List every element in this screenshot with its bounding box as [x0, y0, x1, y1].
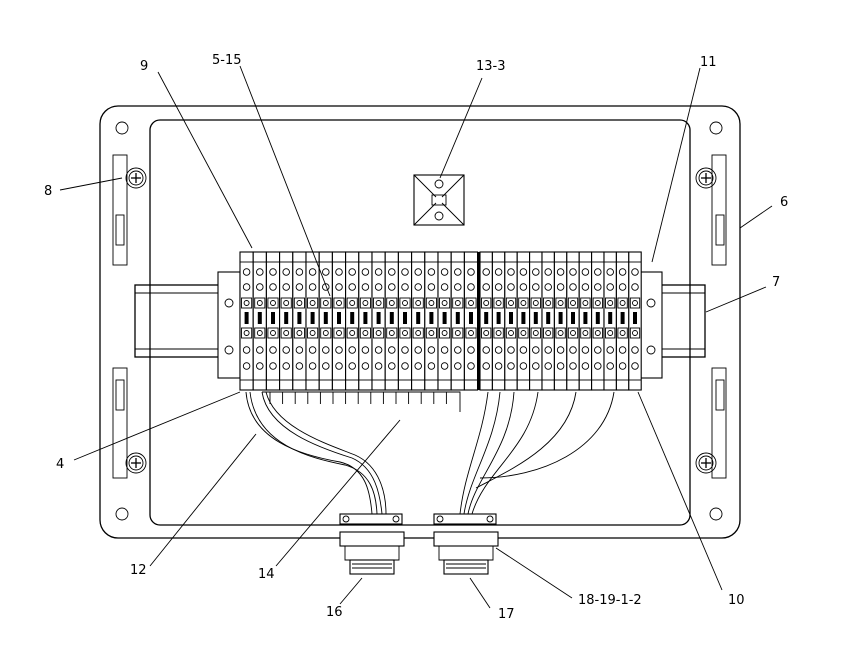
- terminal-block: [371, 251, 386, 391]
- callout-12: 12: [130, 563, 147, 578]
- terminal-block: [279, 251, 294, 391]
- callout-14: 14: [258, 567, 275, 582]
- terminal-block: [450, 251, 465, 391]
- jumper-comb: [262, 391, 461, 412]
- callout-18-19-1-2: 18-19-1-2: [578, 593, 642, 608]
- terminal-block: [437, 251, 452, 391]
- terminal-block: [578, 251, 593, 391]
- enclosure-inner: [149, 119, 691, 526]
- callout-11: 11: [700, 55, 717, 70]
- callout-8: 8: [44, 184, 52, 199]
- end-brackets: [217, 271, 663, 379]
- terminal-block: [239, 251, 254, 391]
- terminal-block: [491, 251, 506, 391]
- separator-plate: [477, 252, 480, 390]
- cross-screw-icon: [125, 452, 147, 474]
- connector-plate: [339, 513, 497, 525]
- cross-screw-icon: [695, 452, 717, 474]
- cross-screw-icon: [125, 167, 147, 189]
- cable-tie-mount: [413, 174, 465, 226]
- side-latches: [112, 154, 727, 479]
- callout-4: 4: [56, 457, 64, 472]
- terminal-block: [541, 251, 555, 391]
- cross-screw-icon: [695, 167, 717, 189]
- terminal-block: [331, 251, 347, 391]
- connector-17: [433, 531, 499, 575]
- callout-5-15: 5-15: [212, 53, 242, 68]
- terminal-block: [628, 251, 642, 391]
- terminal-block: [265, 251, 281, 391]
- terminal-block: [384, 251, 399, 391]
- terminal-block: [615, 251, 630, 391]
- terminal-block: [516, 251, 531, 391]
- cover-screws: [125, 167, 717, 474]
- terminal-block: [566, 251, 580, 391]
- connector-16: [339, 531, 405, 575]
- leader-lines: [59, 65, 773, 609]
- corner-holes: [115, 121, 723, 521]
- callout-9: 9: [140, 59, 148, 74]
- wire-harness: [245, 391, 615, 515]
- callout-6: 6: [780, 195, 788, 210]
- terminal-block: [603, 251, 617, 391]
- terminal-block: [358, 251, 373, 391]
- terminal-block-strip: [239, 251, 642, 391]
- terminal-block: [529, 251, 543, 391]
- terminal-block: [424, 251, 439, 391]
- terminal-block: [591, 251, 605, 391]
- terminal-block: [345, 251, 360, 391]
- terminal-block: [292, 251, 307, 391]
- terminal-block: [397, 251, 413, 391]
- terminal-block: [305, 251, 320, 391]
- terminal-block: [479, 251, 493, 391]
- callout-13-3: 13-3: [476, 59, 506, 74]
- callout-10: 10: [728, 593, 745, 608]
- terminal-block: [463, 251, 479, 391]
- terminal-block: [504, 251, 518, 391]
- callout-16: 16: [326, 605, 343, 620]
- terminal-block: [411, 251, 426, 391]
- callout-7: 7: [772, 275, 780, 290]
- terminal-block: [252, 251, 267, 391]
- terminal-block: [553, 251, 568, 391]
- enclosure-outer: [99, 105, 741, 539]
- callout-17: 17: [498, 607, 515, 622]
